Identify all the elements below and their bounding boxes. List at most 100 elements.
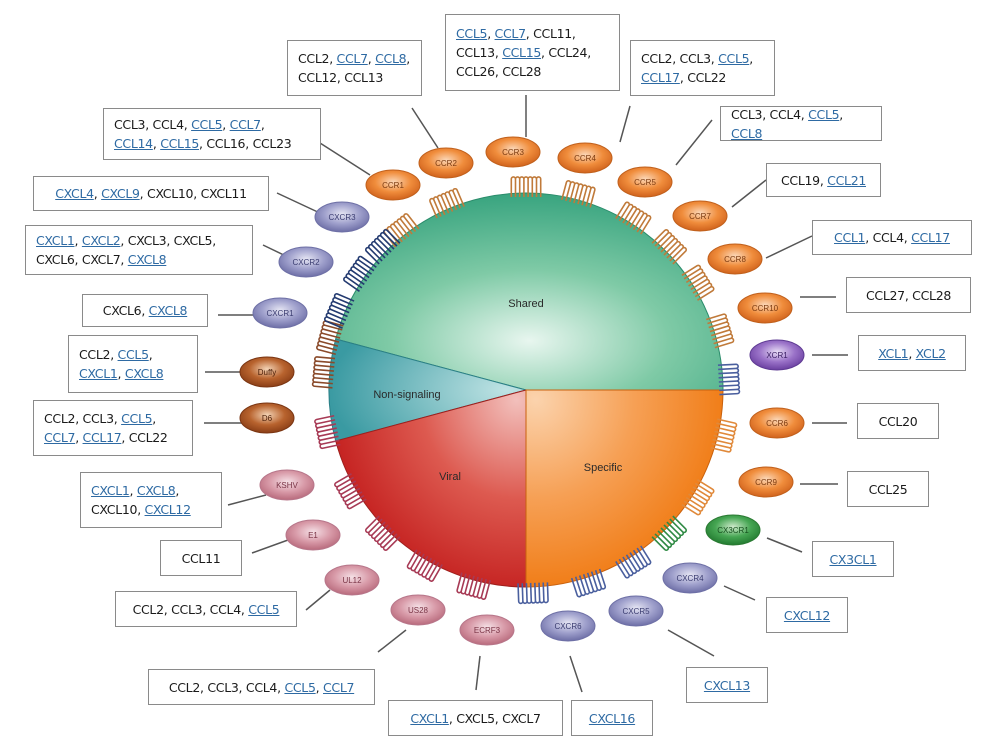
- receptor-cxcr6[interactable]: CXCR6: [540, 610, 596, 642]
- ligand-list: XCL1, XCL2: [878, 344, 946, 363]
- receptor-ccr8[interactable]: CCR8: [707, 243, 763, 275]
- ligand-list: CCL2, CCL5, CXCL1, CXCL8: [79, 345, 187, 383]
- ligand-link[interactable]: CCL5: [121, 411, 153, 426]
- ligand-link[interactable]: CCL7: [44, 430, 76, 445]
- ligand-link[interactable]: CCL14: [114, 136, 153, 151]
- ligand-link[interactable]: CCL17: [641, 70, 680, 85]
- ligand-link[interactable]: CXCL4: [55, 186, 94, 201]
- receptor-duffy[interactable]: Duffy: [239, 356, 295, 388]
- ligand-separator: ,: [710, 51, 719, 66]
- ligand-separator: ,: [148, 347, 153, 362]
- ligand-link[interactable]: CXCL8: [148, 303, 188, 318]
- receptor-oval: [278, 246, 334, 278]
- ligand-link[interactable]: CCL17: [911, 230, 950, 245]
- ligand-link[interactable]: CXCL9: [101, 186, 140, 201]
- ligand-link[interactable]: CCL5: [191, 117, 223, 132]
- ligand-link[interactable]: CXCL2: [81, 233, 121, 248]
- ligand-list: CCL2, CCL3, CCL5, CCL7, CCL17, CCL22: [44, 409, 182, 447]
- receptor-ccr3[interactable]: CCR3: [485, 136, 541, 168]
- ligand-link[interactable]: CXCL1: [36, 233, 75, 248]
- receptor-cx3cr1[interactable]: CX3CR1: [705, 514, 761, 546]
- ligand-link[interactable]: CXCL1: [91, 483, 130, 498]
- receptor-ccr6[interactable]: CCR6: [749, 407, 805, 439]
- receptor-cxcr1[interactable]: CXCR1: [252, 297, 308, 329]
- ligand-link[interactable]: XCL2: [915, 345, 946, 361]
- receptor-label: CXCR6: [554, 622, 582, 631]
- ligand-list: CCL20: [879, 412, 918, 431]
- receptor-label: CCR7: [689, 212, 711, 221]
- ligand-link[interactable]: CCL5: [248, 601, 280, 617]
- ligand-link[interactable]: CCL7: [323, 679, 355, 695]
- ligand-link[interactable]: CXCL12: [783, 607, 831, 623]
- transmembrane-coils: [311, 176, 741, 605]
- ligand-link[interactable]: CXCL12: [144, 502, 191, 517]
- receptor-xcr1[interactable]: XCR1: [749, 339, 805, 371]
- ligand-box-ccr10: CCL27, CCL28: [846, 277, 971, 313]
- ligand-link[interactable]: CXCL8: [124, 366, 164, 381]
- ligand-link[interactable]: CCL7: [229, 117, 261, 132]
- receptor-kshv[interactable]: KSHV: [259, 469, 315, 501]
- receptor-ecrf3[interactable]: ECRF3: [459, 614, 515, 646]
- coil-ccr4: [560, 180, 596, 208]
- ligand-link[interactable]: CXCL8: [136, 483, 176, 498]
- ligand-link[interactable]: CCL5: [117, 347, 149, 362]
- ligand-link[interactable]: CCL5: [456, 26, 488, 41]
- ligand-link[interactable]: CCL7: [336, 51, 368, 66]
- ligand-link[interactable]: CCL5: [284, 679, 316, 695]
- receptor-e1[interactable]: E1: [285, 519, 341, 551]
- ligand-link[interactable]: CCL21: [827, 172, 866, 188]
- ligand-link[interactable]: CX3CL1: [829, 551, 877, 567]
- ligand-separator: ,: [152, 411, 156, 426]
- ligand-separator: ,: [315, 679, 323, 695]
- ligand-link[interactable]: CCL8: [731, 125, 763, 141]
- ligand-separator: ,: [260, 117, 265, 132]
- receptor-cxcr3[interactable]: CXCR3: [314, 201, 370, 233]
- receptor-oval: [324, 564, 380, 596]
- ligand-link[interactable]: CXCL8: [127, 252, 167, 267]
- ligand-link[interactable]: CCL7: [494, 26, 526, 41]
- ligand-link[interactable]: CXCL1: [79, 366, 118, 381]
- ligand-link[interactable]: CXCL16: [588, 710, 636, 726]
- receptor-ccr10[interactable]: CCR10: [737, 292, 793, 324]
- ligand-link[interactable]: CCL17: [82, 430, 122, 445]
- ligand-separator: ,: [336, 70, 345, 85]
- ligand-name: CCL2: [298, 51, 330, 66]
- ligand-link[interactable]: CCL5: [808, 106, 840, 122]
- ligand-link[interactable]: CCL8: [375, 51, 407, 66]
- receptor-ccr5[interactable]: CCR5: [617, 166, 673, 198]
- segment-label-shared: Shared: [508, 298, 543, 310]
- ligand-separator: ,: [903, 230, 912, 245]
- receptor-us28[interactable]: US28: [390, 594, 446, 626]
- receptor-ccr9[interactable]: CCR9: [738, 466, 794, 498]
- coil-duffy: [316, 320, 344, 356]
- receptor-ccr1[interactable]: CCR1: [365, 169, 421, 201]
- receptor-ccr4[interactable]: CCR4: [557, 142, 613, 174]
- ligand-separator: ,: [110, 347, 118, 362]
- ligand-name: CCL3: [171, 601, 203, 617]
- ligand-list: CXCL1, CXCL5, CXCL7: [410, 709, 541, 728]
- receptor-ccr2[interactable]: CCR2: [418, 147, 474, 179]
- ligand-link[interactable]: CCL15: [160, 136, 200, 151]
- ligand-link[interactable]: CXCL1: [410, 710, 449, 726]
- ligand-link[interactable]: CXCL13: [703, 677, 751, 693]
- connector-ccr4: [619, 105, 631, 143]
- receptor-cxcr2[interactable]: CXCR2: [278, 246, 334, 278]
- ligand-separator: ,: [139, 186, 148, 201]
- receptor-ccr7[interactable]: CCR7: [672, 200, 728, 232]
- ligand-link[interactable]: CCL15: [502, 45, 542, 60]
- ligand-link[interactable]: XCL1: [878, 345, 909, 361]
- ligand-box-ccr5: CCL3, CCL4, CCL5, CCL8: [720, 106, 882, 141]
- receptor-cxcr5[interactable]: CXCR5: [608, 595, 664, 627]
- receptor-d6[interactable]: D6: [239, 402, 295, 434]
- ligand-link[interactable]: CCL5: [718, 51, 750, 66]
- ligand-list: CCL3, CCL4, CCL5, CCL8: [731, 105, 871, 143]
- ligand-name: CXCL7: [81, 252, 121, 267]
- ligand-separator: ,: [141, 303, 149, 318]
- coil-kshv: [314, 414, 341, 450]
- ligand-link[interactable]: CCL1: [834, 230, 866, 245]
- receptor-oval: [459, 614, 515, 646]
- ligand-name: CCL24: [548, 45, 588, 60]
- receptor-ul12[interactable]: UL12: [324, 564, 380, 596]
- connector-kshv: [227, 494, 267, 506]
- receptor-cxcr4[interactable]: CXCR4: [662, 562, 718, 594]
